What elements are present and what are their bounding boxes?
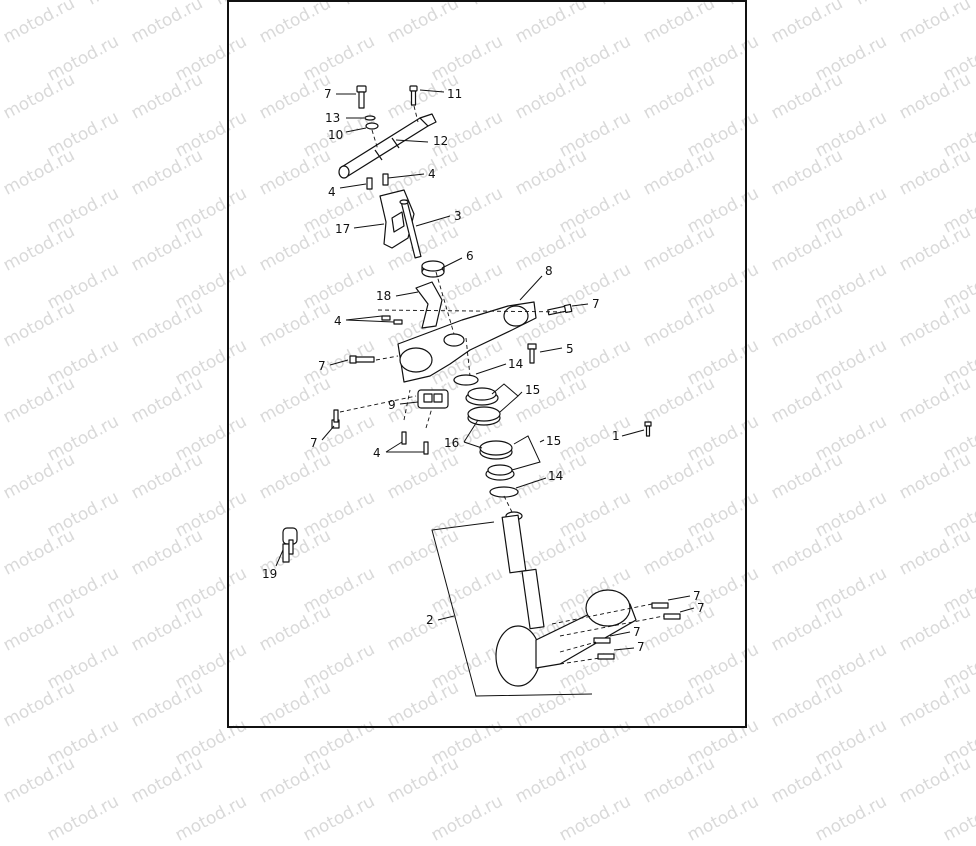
- part-16-race-upper: [467, 406, 501, 426]
- callout-7: 7: [324, 87, 332, 101]
- watermark-text: motod.ru: [640, 753, 719, 808]
- callout-7: 7: [592, 297, 600, 311]
- callout-7: 7: [310, 436, 318, 450]
- watermark-text: motod.ru: [812, 791, 891, 846]
- alignment-lines: [339, 105, 665, 665]
- callout-14: 14: [548, 469, 563, 483]
- callout-9: 9: [388, 398, 396, 412]
- watermark-text: motod.ru: [128, 753, 207, 808]
- callout-8: 8: [545, 264, 553, 278]
- part-4-screw-left-b: [393, 319, 403, 325]
- part-14-washer-lower: [489, 486, 519, 498]
- part-14-washer-upper: [453, 374, 479, 386]
- diagram-frame: [227, 0, 747, 728]
- watermark-text: motod.ru: [300, 791, 379, 846]
- exploded-view-drawing: 7 11 13 10 12 4 4 3 17 6 8 18 7 4 5 7 14…: [262, 85, 705, 697]
- watermark-text: motod.ru: [172, 791, 251, 846]
- part-8-upper-clamp: [397, 301, 537, 383]
- part-11-bolt: [409, 85, 418, 106]
- part-19-key: [282, 527, 298, 563]
- part-9-lock: [417, 389, 449, 409]
- callout-15: 15: [546, 434, 561, 448]
- watermark-text: motod.ru: [44, 791, 123, 846]
- part-4-screw-left-a: [381, 315, 391, 321]
- watermark-text: motod.ru: [556, 791, 635, 846]
- part-4-screw-pair-upper: [366, 173, 389, 190]
- part-7-screws-lower-right: [593, 602, 681, 660]
- part-15-bearing-lower: [485, 464, 515, 481]
- watermark-text: motod.ru: [512, 753, 591, 808]
- watermark-text: motod.ru: [768, 753, 847, 808]
- watermark-text: motod.ru: [384, 753, 463, 808]
- callout-13: 13: [325, 111, 340, 125]
- watermark-text: motod.ru: [684, 791, 763, 846]
- part-2-steering-stem: [495, 511, 637, 687]
- part-1-screw: [644, 421, 652, 437]
- part-7-screw-lower-left: [331, 409, 340, 429]
- callout-3: 3: [454, 209, 462, 223]
- callout-2: 2: [426, 613, 434, 627]
- watermark-text: motod.ru: [428, 791, 507, 846]
- callout-5: 5: [566, 342, 574, 356]
- part-18-bracket: [415, 281, 443, 329]
- callout-7: 7: [633, 625, 641, 639]
- callout-7: 7: [693, 589, 701, 603]
- part-16-race-lower: [479, 440, 513, 460]
- callout-15: 15: [525, 383, 540, 397]
- part-13-washer: [364, 115, 376, 121]
- watermark-text: motod.ru: [940, 791, 976, 846]
- callout-16: 16: [444, 436, 459, 450]
- callout-7: 7: [637, 640, 645, 654]
- part-6-nut: [421, 260, 445, 278]
- watermark-text: motod.ru: [0, 753, 79, 808]
- watermark-text: motod.ru: [896, 753, 975, 808]
- callout-19: 19: [262, 567, 277, 581]
- part-15-bearing-upper: [465, 387, 499, 406]
- callout-10: 10: [328, 128, 343, 142]
- callout-7: 7: [318, 359, 326, 373]
- part-4-screw-lower-b: [423, 441, 429, 455]
- watermark-text: motod.ru: [256, 753, 335, 808]
- part-7-screw-clamp-right: [547, 303, 573, 316]
- callout-4: 4: [328, 185, 336, 199]
- part-12-handlebar-tube: [338, 113, 437, 179]
- callout-4: 4: [428, 167, 436, 181]
- part-7-screw-clamp-left: [349, 355, 375, 364]
- callout-labels: 7 11 13 10 12 4 4 3 17 6 8 18 7 4 5 7 14…: [262, 87, 705, 654]
- callout-14: 14: [508, 357, 523, 371]
- callout-12: 12: [433, 134, 448, 148]
- callout-1: 1: [612, 429, 620, 443]
- part-3-shaft: [399, 199, 422, 259]
- part-4-screw-lower-a: [401, 431, 407, 445]
- callout-18: 18: [376, 289, 391, 303]
- callout-11: 11: [447, 87, 462, 101]
- part-5-bolt: [527, 343, 537, 364]
- part-7-screw-top: [356, 85, 367, 109]
- part-10-washer: [365, 122, 379, 130]
- callout-4: 4: [373, 446, 381, 460]
- leader-lines: [275, 89, 695, 697]
- callout-17: 17: [335, 222, 350, 236]
- callout-7: 7: [697, 601, 705, 615]
- callout-6: 6: [466, 249, 474, 263]
- callout-4: 4: [334, 314, 342, 328]
